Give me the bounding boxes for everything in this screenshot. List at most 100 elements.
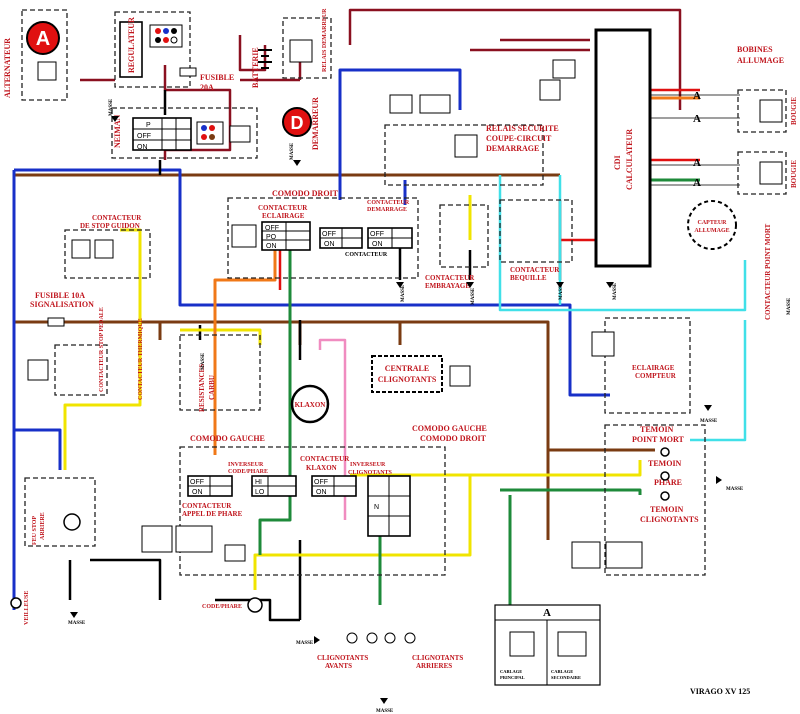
neutral-lamp-label-1: TEMOIN <box>640 425 674 434</box>
carb-heater-box <box>179 334 261 411</box>
sidestand-label-1: CONTACTEUR <box>510 266 560 274</box>
rear-brake-switch-box <box>54 344 108 396</box>
svg-text:MASSE: MASSE <box>471 287 476 305</box>
green-wire <box>258 178 700 605</box>
headlight-icon <box>247 597 263 613</box>
front-indicators-label-2: AVANTS <box>325 662 352 670</box>
dimmer-label-2: CODE/PHARE <box>228 469 268 475</box>
turn-lamp-label-2: CLIGNOTANTS <box>640 515 699 524</box>
orange-wire <box>213 96 700 455</box>
killswitch-grid: OFF ON <box>319 227 363 249</box>
svg-text:MASSE: MASSE <box>296 641 314 646</box>
svg-text:MASSE: MASSE <box>376 709 394 714</box>
legend-box: A CABLAGE PRINCIPAL CABLAGE SECONDAIRE <box>494 604 601 686</box>
fuse-10a-icon <box>47 317 65 327</box>
fuse-20a-label: FUSIBLE <box>200 73 234 82</box>
horn-switch-grid: OFF ON <box>311 475 357 497</box>
safety-relay-label-2: COUPE-CIRCUIT <box>486 134 552 143</box>
legend-secondary-label-1: CABLAGE <box>551 669 573 674</box>
maroon-wire <box>80 8 682 160</box>
ignition-pos-on: ON <box>137 144 148 151</box>
svg-text:ON: ON <box>192 489 203 496</box>
front-brake-label-1: CONTACTEUR <box>92 214 142 222</box>
light-switch-label-2: ECLAIRAGE <box>262 212 305 220</box>
ignition-switch: P OFF ON <box>111 107 258 159</box>
rear-indicators-label-1: CLIGNOTANTS <box>412 654 463 662</box>
svg-text:ON: ON <box>372 241 383 248</box>
svg-text:ON: ON <box>316 489 327 496</box>
start-switch-label-2: DEMARRAGE <box>367 207 407 213</box>
ignition-label: NEIMAN <box>113 114 122 148</box>
svg-text:MASSE: MASSE <box>559 282 564 300</box>
blue-wire <box>12 68 610 610</box>
svg-text:MASSE: MASSE <box>401 284 406 302</box>
pickup-sensor-label-2: ALLUMAGE <box>694 228 729 234</box>
indicator-switch-label-2: CLIGNOTANTS <box>348 470 393 476</box>
svg-text:MASSE: MASSE <box>700 419 718 424</box>
ground-labels: MASSE MASSE MASSE MASSE MASSE MASSE MASS… <box>68 98 792 714</box>
svg-text:MASSE: MASSE <box>726 487 744 492</box>
coil-marker-a-3: A <box>693 157 701 169</box>
svg-text:LO: LO <box>255 489 265 496</box>
red-wire <box>278 88 700 290</box>
cdi-connector-icon <box>552 59 576 79</box>
start-switch-grid: OFF ON <box>367 227 413 249</box>
neutral-switch-label: CONTACTEUR POINT MORT <box>764 223 772 320</box>
legend-title: A <box>543 607 551 619</box>
left-switch-title: COMODO GAUCHE <box>190 434 265 443</box>
regulator-body <box>119 21 143 78</box>
ground-arrows <box>70 116 722 704</box>
light-switch-grid: OFF PO ON <box>261 221 311 251</box>
legend-a-markers: A A A A <box>693 90 701 189</box>
tail-light-icon <box>63 513 81 531</box>
left-right-title-1: COMODO GAUCHE <box>412 424 487 433</box>
sidestand-switch-box <box>499 199 573 263</box>
spark-plug-label-2: BOUGIE <box>790 160 798 188</box>
starter-relay-box <box>282 17 332 79</box>
svg-text:MASSE: MASSE <box>613 282 618 300</box>
svg-text:MASSE: MASSE <box>201 352 206 370</box>
speedo-light-label-2: COMPTEUR <box>635 372 677 380</box>
pickup-sensor-label-1: CAPTEUR <box>697 220 727 226</box>
starter-label: DEMARREUR <box>311 97 320 150</box>
regulator <box>114 11 191 88</box>
coil-1-box <box>737 89 787 133</box>
fuse-20a-icon <box>179 67 197 77</box>
svg-text:PO: PO <box>266 234 277 241</box>
diagram-title: VIRAGO XV 125 <box>690 687 750 696</box>
pass-switch-grid: OFF ON <box>187 475 233 497</box>
spark-plug-label-1: BOUGIE <box>790 97 798 125</box>
horn-switch-label-2: KLAXON <box>306 464 337 472</box>
sidestand-label-2: BEQUILLE <box>510 274 547 282</box>
legend-main-label-1: CABLAGE <box>500 669 522 674</box>
right-switch-title: COMODO DROIT <box>272 189 339 198</box>
alternator-box <box>21 9 68 101</box>
front-brake-switch-box <box>64 229 151 279</box>
cdi-unit <box>594 28 652 268</box>
left-switch-connector-icon <box>141 525 173 553</box>
phare-label: PHARE <box>654 478 682 487</box>
neutral-lamp-label-2: POINT MORT <box>632 435 684 444</box>
pass-switch-label-2: APPEL DE PHARE <box>182 510 243 518</box>
rear-indicators-label-2: ARRIERES <box>416 662 452 670</box>
clutch-switch-box <box>439 204 489 268</box>
cdi-label: CDI <box>613 155 622 170</box>
carbu-label: CARBU <box>208 375 216 400</box>
starter-relay-label: RELAIS DEMARREUR <box>322 8 328 72</box>
ignition-pos-p: P <box>146 122 151 129</box>
svg-text:HI: HI <box>255 479 262 486</box>
safety-connector-icon-2 <box>419 94 451 114</box>
speedo-light-box <box>604 317 691 414</box>
coil-wires <box>650 94 740 186</box>
svg-text:OFF: OFF <box>265 225 279 232</box>
temoin-label: TEMOIN <box>648 459 682 468</box>
svg-text:OFF: OFF <box>370 231 384 238</box>
coil-2-box <box>737 151 787 195</box>
ignition-switch-box <box>111 107 258 159</box>
fuse-10a-label-2: SIGNALISATION <box>30 300 94 309</box>
alternator-label: ALTERNATEUR <box>3 38 12 98</box>
alternator-letter: A <box>36 28 50 50</box>
dimmer-label-1: INVERSEUR <box>228 462 264 468</box>
right-switch-connector-icon <box>231 224 257 248</box>
